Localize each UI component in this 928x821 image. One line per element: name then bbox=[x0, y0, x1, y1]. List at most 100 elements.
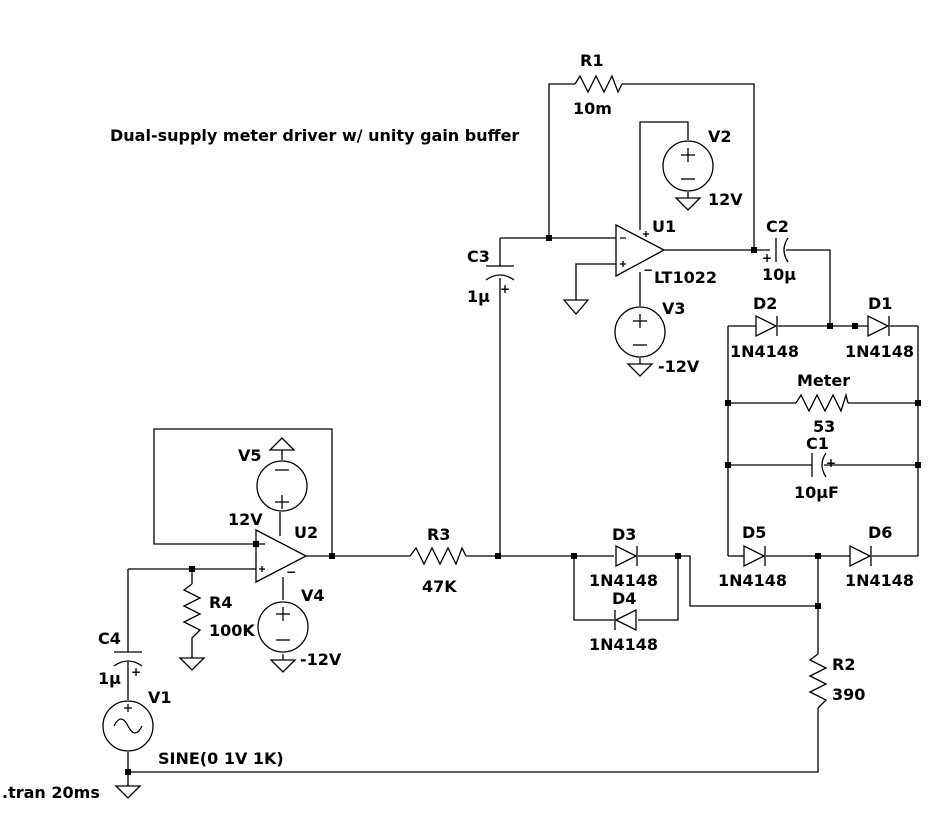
junction-dot bbox=[915, 462, 921, 468]
u2-minus-mark: − bbox=[286, 565, 296, 579]
junction-dot bbox=[815, 603, 821, 609]
opamp-u1[interactable] bbox=[615, 223, 666, 278]
ground-icon bbox=[626, 363, 654, 377]
ground-icon bbox=[114, 785, 142, 799]
d6-value: 1N4148 bbox=[845, 571, 914, 590]
diode-d3[interactable] bbox=[615, 544, 638, 568]
polarity-marks: + + + + − − bbox=[131, 251, 836, 679]
wires bbox=[127, 83, 919, 786]
c3-plus-mark: + bbox=[500, 282, 510, 296]
d5-value: 1N4148 bbox=[718, 571, 787, 590]
r4-ref: R4 bbox=[209, 593, 232, 612]
v2-ref: V2 bbox=[708, 127, 732, 146]
v3-ref: V3 bbox=[662, 299, 686, 318]
d6-ref: D6 bbox=[868, 523, 892, 542]
meter-ref: Meter bbox=[797, 371, 850, 390]
r1-value: 10m bbox=[573, 99, 612, 118]
resistor-r1[interactable] bbox=[574, 74, 623, 94]
c4-ref: C4 bbox=[98, 629, 121, 648]
v5-value: 12V bbox=[228, 510, 263, 529]
ground-icon bbox=[562, 299, 590, 315]
junction-dot bbox=[675, 553, 681, 559]
d1-value: 1N4148 bbox=[845, 342, 914, 361]
voltage-source-v1[interactable] bbox=[102, 700, 154, 752]
opamp-u2[interactable] bbox=[255, 528, 308, 584]
v1-ref: V1 bbox=[148, 688, 172, 707]
d2-ref: D2 bbox=[753, 294, 777, 313]
junctions bbox=[125, 235, 921, 775]
r4-value: 100K bbox=[209, 621, 255, 640]
junction-dot bbox=[546, 235, 552, 241]
voltage-source-v3[interactable] bbox=[614, 306, 666, 358]
ground-icon bbox=[674, 197, 702, 211]
v1-value: SINE(0 1V 1K) bbox=[158, 749, 284, 768]
schematic-title: Dual-supply meter driver w/ unity gain b… bbox=[110, 126, 519, 145]
junction-dot bbox=[815, 553, 821, 559]
junction-dot bbox=[725, 462, 731, 468]
meter-value: 53 bbox=[813, 417, 835, 436]
d2-value: 1N4148 bbox=[730, 342, 799, 361]
r3-value: 47K bbox=[422, 577, 457, 596]
junction-dot bbox=[495, 553, 501, 559]
d3-ref: D3 bbox=[612, 525, 636, 544]
diode-d6[interactable] bbox=[849, 544, 872, 568]
diode-d5[interactable] bbox=[743, 544, 766, 568]
v4-value: -12V bbox=[300, 650, 342, 669]
diode-d1[interactable] bbox=[867, 314, 890, 338]
resistor-r4[interactable] bbox=[182, 583, 202, 644]
r1-ref: R1 bbox=[580, 51, 603, 70]
c2-plus-mark: + bbox=[762, 251, 772, 265]
u2-ref: U2 bbox=[294, 523, 318, 542]
capacitor-c1[interactable] bbox=[811, 452, 827, 478]
voltage-source-v5[interactable] bbox=[256, 460, 308, 512]
c3-value: 1µ bbox=[467, 287, 490, 306]
ground-icon bbox=[178, 657, 206, 671]
diode-d2[interactable] bbox=[755, 314, 778, 338]
v2-value: 12V bbox=[708, 190, 743, 209]
r2-ref: R2 bbox=[832, 655, 855, 674]
v5-ref: V5 bbox=[238, 446, 262, 465]
voltage-source-v4[interactable] bbox=[257, 601, 309, 653]
u1-value: LT1022 bbox=[654, 268, 717, 287]
tran-directive: .tran 20ms bbox=[2, 783, 100, 802]
c1-plus-mark: + bbox=[826, 456, 836, 470]
c2-ref: C2 bbox=[766, 217, 789, 236]
junction-dot bbox=[329, 553, 335, 559]
diode-d4[interactable] bbox=[614, 608, 637, 632]
junction-dot bbox=[751, 247, 757, 253]
resistor-r3[interactable] bbox=[409, 546, 467, 566]
r2-value: 390 bbox=[832, 685, 865, 704]
capacitor-c4[interactable] bbox=[113, 651, 143, 667]
junction-dot bbox=[852, 323, 858, 329]
r3-ref: R3 bbox=[427, 525, 450, 544]
c1-ref: C1 bbox=[806, 434, 829, 453]
c3-ref: C3 bbox=[467, 247, 490, 266]
junction-dot bbox=[725, 400, 731, 406]
capacitor-c2[interactable] bbox=[775, 237, 789, 263]
d3-value: 1N4148 bbox=[589, 571, 658, 590]
junction-dot bbox=[125, 769, 131, 775]
junction-dot bbox=[571, 553, 577, 559]
voltage-source-v2[interactable] bbox=[662, 140, 714, 192]
d4-value: 1N4148 bbox=[589, 635, 658, 654]
v4-ref: V4 bbox=[301, 586, 325, 605]
d5-ref: D5 bbox=[742, 523, 766, 542]
u1-minus-mark: − bbox=[643, 263, 653, 277]
c4-value: 1µ bbox=[98, 669, 121, 688]
junction-dot bbox=[915, 400, 921, 406]
v3-value: -12V bbox=[658, 357, 700, 376]
c4-plus-mark: + bbox=[131, 665, 141, 679]
junction-dot bbox=[189, 566, 195, 572]
u1-ref: U1 bbox=[652, 217, 676, 236]
resistor-meter[interactable] bbox=[795, 392, 849, 413]
c1-value: 10µF bbox=[794, 483, 839, 502]
d4-ref: D4 bbox=[612, 589, 636, 608]
ground-icon bbox=[269, 659, 297, 673]
resistor-r2[interactable] bbox=[808, 653, 828, 709]
d1-ref: D1 bbox=[868, 294, 892, 313]
junction-dot bbox=[827, 323, 833, 329]
capacitor-c3[interactable] bbox=[485, 265, 515, 281]
c2-value: 10µ bbox=[762, 265, 796, 284]
ground-icon bbox=[268, 437, 296, 451]
